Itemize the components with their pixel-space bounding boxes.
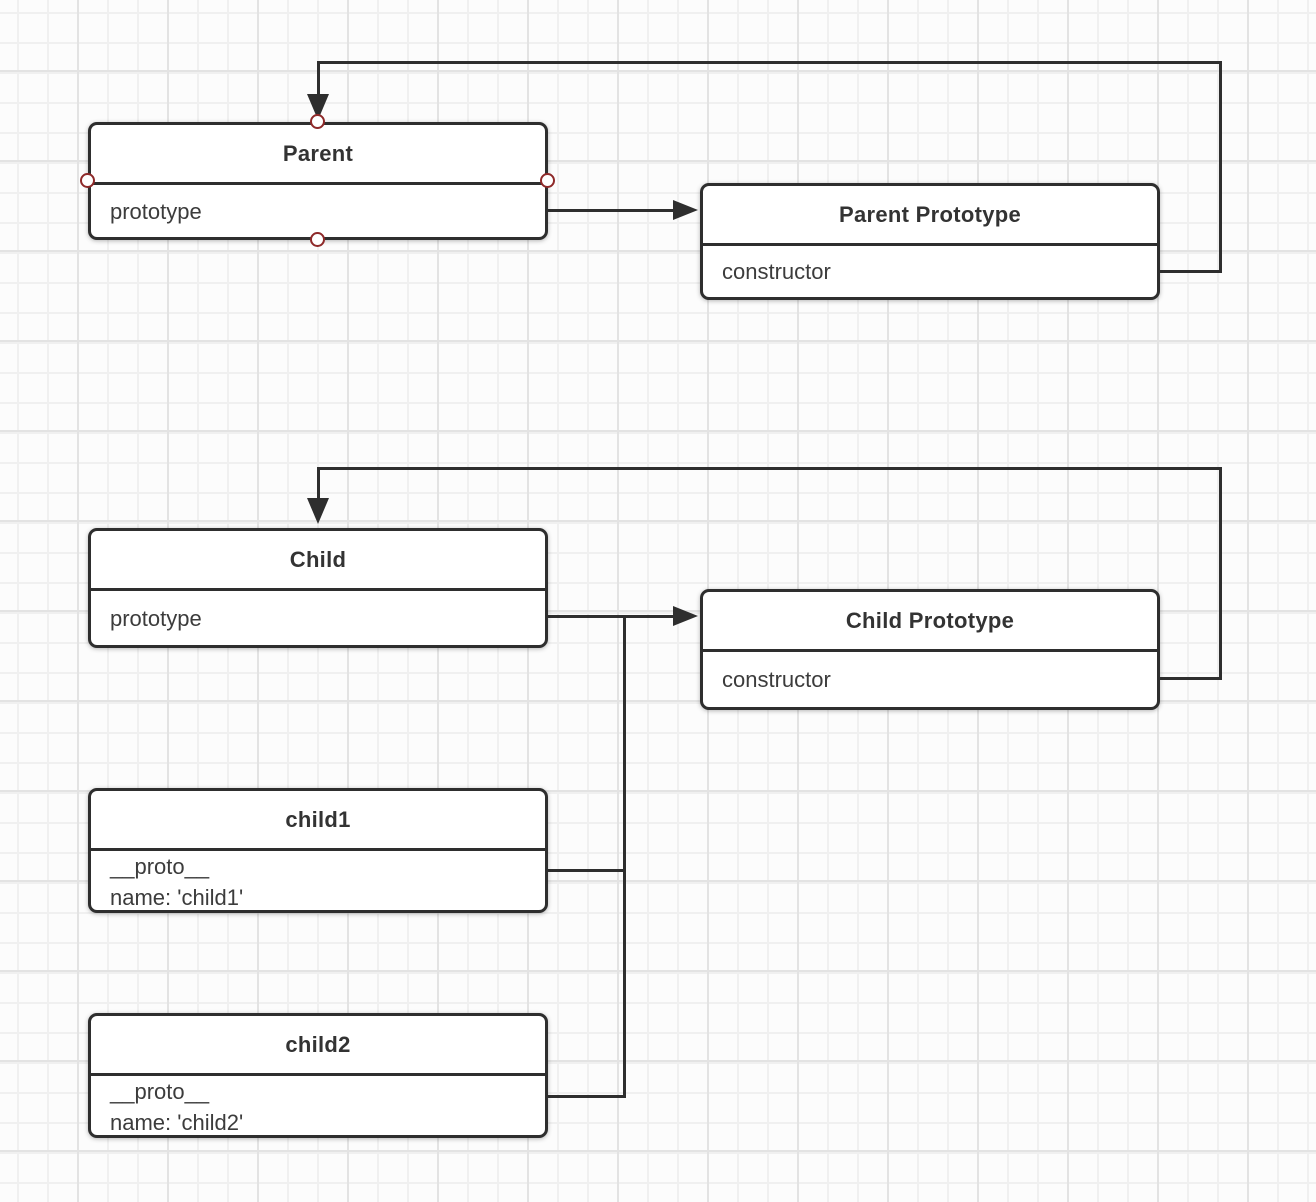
connector-parent-loop-segment-up[interactable] (1219, 61, 1222, 273)
node-child[interactable]: Child prototype (88, 528, 548, 648)
connector-proto-trunk-vertical[interactable] (623, 615, 626, 1098)
connector-child-prototype-line[interactable] (548, 615, 675, 618)
node-child1-body: __proto__ name: 'child1' (91, 851, 545, 913)
node-child-body: prototype (91, 591, 545, 645)
connector-parent-prototype-line[interactable] (548, 209, 675, 212)
connection-point-parent-bottom[interactable] (310, 232, 325, 247)
connection-point-parent-left[interactable] (80, 173, 95, 188)
node-parent-prototype-body: constructor (703, 246, 1157, 297)
node-child-prototype-field-constructor: constructor (722, 667, 831, 692)
node-parent[interactable]: Parent prototype (88, 122, 548, 240)
node-child-field-prototype: prototype (110, 605, 202, 631)
connector-parent-loop-segment-top[interactable] (317, 61, 1222, 64)
node-child1[interactable]: child1 __proto__ name: 'child1' (88, 788, 548, 913)
node-child1-field-proto: __proto__ (110, 854, 210, 879)
node-child1-field-name: name: 'child1' (110, 885, 244, 910)
node-child-prototype-body: constructor (703, 652, 1157, 707)
node-child2-title: child2 (91, 1016, 545, 1076)
node-parent-title: Parent (91, 125, 545, 185)
connector-child2-proto-stub[interactable] (548, 1095, 625, 1098)
node-child2-field-proto: __proto__ (110, 1079, 210, 1104)
node-parent-body: prototype (91, 185, 545, 237)
arrowhead-right-parent-prototype-icon (673, 200, 698, 220)
node-parent-prototype-title: Parent Prototype (703, 186, 1157, 246)
connection-point-parent-top[interactable] (310, 114, 325, 129)
arrowhead-right-child-prototype-icon (673, 606, 698, 626)
node-child1-title: child1 (91, 791, 545, 851)
connector-child-loop-segment-down[interactable] (317, 467, 320, 501)
node-child-title: Child (91, 531, 545, 591)
node-child2-field-name: name: 'child2' (110, 1110, 244, 1135)
node-child-prototype-title: Child Prototype (703, 592, 1157, 652)
connector-child-loop-segment-right[interactable] (1160, 677, 1222, 680)
node-parent-prototype-field-constructor: constructor (722, 259, 831, 284)
node-child-prototype[interactable]: Child Prototype constructor (700, 589, 1160, 710)
connector-parent-loop-segment-down[interactable] (317, 61, 320, 97)
connector-child-loop-segment-up[interactable] (1219, 467, 1222, 680)
arrowhead-down-parent-icon (307, 94, 329, 120)
node-child2-body: __proto__ name: 'child2' (91, 1076, 545, 1138)
connector-child1-proto-stub[interactable] (548, 869, 625, 872)
node-child2[interactable]: child2 __proto__ name: 'child2' (88, 1013, 548, 1138)
node-parent-prototype[interactable]: Parent Prototype constructor (700, 183, 1160, 300)
arrowhead-down-child-icon (307, 498, 329, 524)
connector-child-loop-segment-top[interactable] (317, 467, 1222, 470)
connection-point-parent-right[interactable] (540, 173, 555, 188)
connector-parent-loop-segment-right[interactable] (1160, 270, 1222, 273)
node-parent-field-prototype: prototype (110, 198, 202, 224)
